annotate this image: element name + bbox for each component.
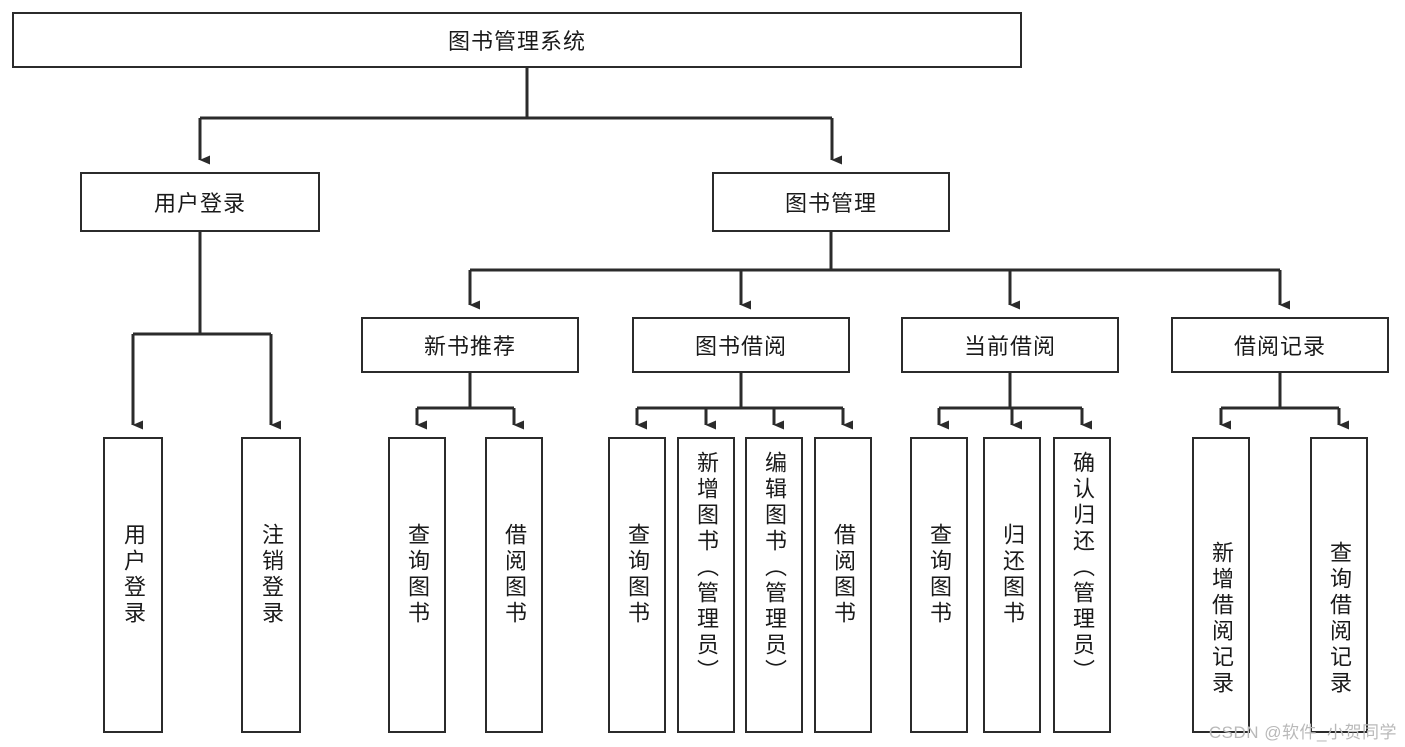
node-leaf-borrow-book[interactable]: 借阅图书 [814,437,872,733]
node-leaf-edit-book-admin[interactable]: 编辑图书（管理员） [745,437,803,733]
node-leaf-query-book-current[interactable]: 查询图书 [910,437,968,733]
node-leaf-query-book-current-label: 查询图书 [927,523,952,627]
node-current-borrow[interactable]: 当前借阅 [901,317,1119,373]
node-leaf-user-login[interactable]: 用户登录 [103,437,163,733]
node-current-borrow-label: 当前借阅 [963,334,1056,359]
node-new-book-recommend[interactable]: 新书推荐 [361,317,579,373]
node-user-login-label: 用户登录 [153,191,246,216]
node-leaf-add-borrow-record[interactable]: 新增借阅记录 [1192,437,1250,733]
node-leaf-return-book[interactable]: 归还图书 [983,437,1041,733]
node-leaf-query-book-recommend[interactable]: 查询图书 [388,437,446,733]
node-leaf-confirm-return-admin[interactable]: 确认归还（管理员） [1053,437,1111,733]
node-leaf-confirm-return-admin-label: 确认归还（管理员） [1070,451,1095,685]
node-leaf-add-borrow-record-label: 新增借阅记录 [1209,541,1234,697]
node-leaf-logout[interactable]: 注销登录 [241,437,301,733]
node-borrow-record-label: 借阅记录 [1233,334,1326,359]
watermark: CSDN @软件_小贺同学 [1208,723,1397,742]
node-leaf-add-book-admin-label: 新增图书（管理员） [694,451,719,685]
node-leaf-query-borrow-record[interactable]: 查询借阅记录 [1310,437,1368,733]
node-leaf-query-book-borrow-label: 查询图书 [625,523,650,627]
node-leaf-user-login-label: 用户登录 [121,523,146,627]
node-leaf-logout-label: 注销登录 [259,523,284,627]
node-leaf-borrow-book-recommend-label: 借阅图书 [502,523,527,627]
node-borrow-record[interactable]: 借阅记录 [1171,317,1389,373]
node-book-management[interactable]: 图书管理 [712,172,950,232]
node-leaf-query-book-recommend-label: 查询图书 [405,523,430,627]
node-leaf-borrow-book-label: 借阅图书 [831,523,856,627]
node-leaf-return-book-label: 归还图书 [1000,523,1025,627]
node-book-borrow-label: 图书借阅 [694,334,787,359]
node-user-login[interactable]: 用户登录 [80,172,320,232]
node-leaf-borrow-book-recommend[interactable]: 借阅图书 [485,437,543,733]
node-leaf-add-book-admin[interactable]: 新增图书（管理员） [677,437,735,733]
node-root[interactable]: 图书管理系统 [12,12,1022,68]
node-book-borrow[interactable]: 图书借阅 [632,317,850,373]
node-leaf-edit-book-admin-label: 编辑图书（管理员） [762,451,787,685]
node-root-label: 图书管理系统 [447,29,586,54]
node-leaf-query-borrow-record-label: 查询借阅记录 [1327,541,1352,697]
node-leaf-query-book-borrow[interactable]: 查询图书 [608,437,666,733]
node-book-management-label: 图书管理 [784,191,877,216]
node-new-book-recommend-label: 新书推荐 [423,334,516,359]
